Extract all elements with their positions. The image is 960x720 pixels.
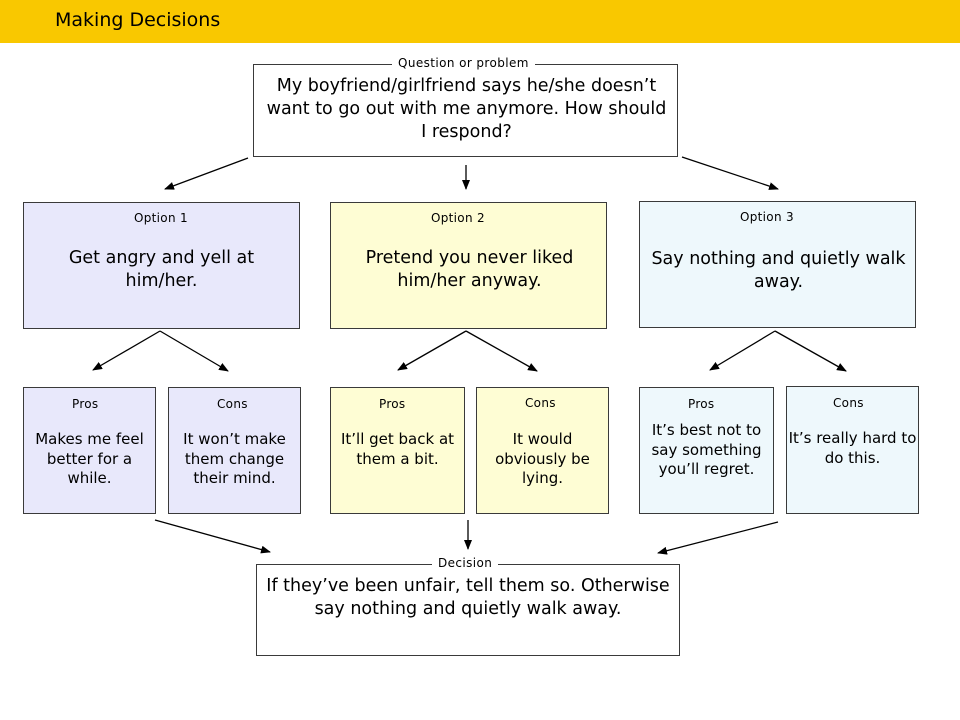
arrow-option2-to-pros (397, 330, 467, 371)
option2-cons-label: Cons (525, 396, 556, 410)
question-text: My boyfriend/girlfriend says he/she does… (266, 76, 667, 142)
option3-cons-box: Cons It’s really hard to do this. (786, 386, 919, 514)
option2-cons-box: Cons It would obviously be lying. (476, 387, 609, 514)
arrow-option1-to-cons (159, 330, 229, 372)
option3-box: Option 3 Say nothing and quietly walk aw… (639, 201, 916, 328)
option3-pros-box: Pros It’s best not to say something you’… (639, 387, 774, 514)
option2-pros-box: Pros It’ll get back at them a bit. (330, 387, 465, 514)
page-title: Making Decisions (55, 9, 221, 31)
question-tag: Question or problem (392, 56, 535, 70)
option2-pros-label: Pros (379, 397, 406, 411)
option3-pros-text: It’s best not to say something you’ll re… (651, 421, 762, 478)
decision-box: If they’ve been unfair, tell them so. Ot… (256, 564, 680, 656)
question-box: My boyfriend/girlfriend says he/she does… (253, 64, 678, 157)
option3-cons-label: Cons (833, 396, 864, 410)
option2-box: Option 2 Pretend you never liked him/her… (330, 202, 607, 329)
arrow-option3-to-pros (709, 330, 776, 371)
option2-label: Option 2 (431, 211, 485, 225)
option3-pros-label: Pros (688, 397, 715, 411)
arrow-pros1-to-decision (154, 519, 271, 554)
option1-cons-box: Cons It won’t make them change their min… (168, 387, 301, 514)
arrow-question-to-option1 (164, 157, 249, 190)
option1-pros-text: Makes me feel better for a while. (35, 430, 144, 487)
arrow-option3-to-cons (774, 330, 847, 372)
option1-pros-box: Pros Makes me feel better for a while. (23, 387, 156, 514)
option1-label: Option 1 (134, 211, 188, 225)
arrow-cons3-to-decision (657, 521, 779, 555)
header-bar: Making Decisions (0, 0, 960, 43)
arrow-option1-to-pros (92, 330, 161, 371)
option3-label: Option 3 (740, 210, 794, 224)
decision-tag: Decision (432, 556, 499, 570)
option1-text: Get angry and yell at him/her. (68, 248, 255, 291)
option1-cons-label: Cons (217, 397, 248, 411)
decision-text: If they’ve been unfair, tell them so. Ot… (266, 576, 670, 619)
arrow-question-to-option3 (681, 156, 779, 190)
option2-cons-text: It would obviously be lying. (495, 430, 590, 487)
option1-box: Option 1 Get angry and yell at him/her. (23, 202, 300, 329)
option1-pros-label: Pros (72, 397, 99, 411)
arrow-option2-to-cons (465, 330, 538, 372)
option2-pros-text: It’ll get back at them a bit. (340, 430, 455, 468)
option3-text: Say nothing and quietly walk away. (651, 249, 906, 292)
option3-cons-text: It’s really hard to do this. (788, 429, 917, 467)
option2-text: Pretend you never liked him/her anyway. (365, 248, 574, 291)
option1-cons-text: It won’t make them change their mind. (183, 430, 286, 487)
